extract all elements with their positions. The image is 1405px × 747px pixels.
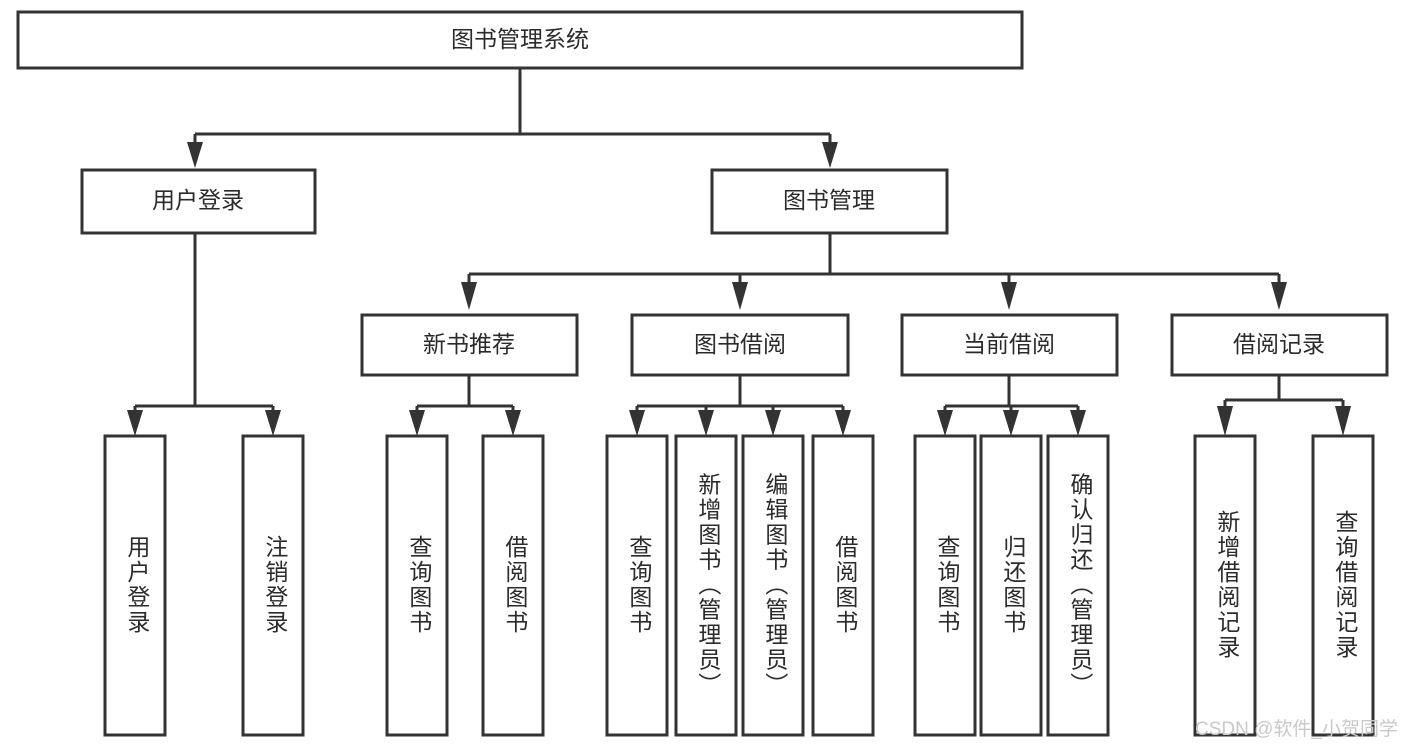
arrow-head-icon bbox=[765, 410, 781, 436]
arrow-head-icon bbox=[732, 282, 748, 310]
node-label-bookmgmt: 图书管理 bbox=[783, 187, 875, 213]
node-leaf-4[interactable]: 借阅图书 bbox=[481, 434, 545, 737]
node-box bbox=[1311, 434, 1375, 737]
connector-newbook-to-leaves bbox=[409, 375, 521, 436]
node-leaf-5[interactable]: 查询图书 bbox=[605, 434, 669, 737]
arrow-head-icon bbox=[265, 410, 281, 436]
node-leaf-13[interactable]: 查询借阅记录 bbox=[1311, 434, 1375, 737]
node-label-leaf-7: 编辑图书（管理员） bbox=[762, 473, 789, 698]
arrow-head-icon bbox=[835, 410, 851, 436]
node-label-leaf-1: 用户登录 bbox=[124, 535, 151, 635]
arrow-head-icon bbox=[1217, 406, 1233, 436]
watermark-text: CSDN @软件_小贺同学 bbox=[1195, 718, 1398, 740]
arrow-head-icon bbox=[1070, 410, 1086, 436]
node-newbook[interactable]: 新书推荐 bbox=[360, 313, 579, 377]
node-box bbox=[1046, 434, 1110, 737]
node-leaf-7[interactable]: 编辑图书（管理员） bbox=[741, 434, 805, 737]
arrow-head-icon bbox=[505, 410, 521, 436]
arrow-head-icon bbox=[822, 142, 838, 168]
node-box bbox=[710, 168, 949, 235]
node-root[interactable]: 图书管理系统 bbox=[16, 10, 1024, 70]
node-box bbox=[630, 313, 850, 377]
arrow-head-icon bbox=[409, 410, 425, 436]
node-label-login: 用户登录 bbox=[152, 187, 244, 213]
node-box bbox=[1193, 434, 1257, 737]
node-leaf-1[interactable]: 用户登录 bbox=[103, 434, 167, 737]
node-label-leaf-6: 新增图书（管理员） bbox=[695, 473, 722, 698]
arrow-head-icon bbox=[1001, 282, 1017, 310]
node-leaf-2[interactable]: 注销登录 bbox=[241, 434, 305, 737]
arrow-head-icon bbox=[937, 410, 953, 436]
node-label-leaf-4: 借阅图书 bbox=[502, 535, 529, 635]
node-label-current: 当前借阅 bbox=[963, 331, 1055, 357]
arrow-head-icon bbox=[1335, 406, 1351, 436]
node-leaf-6[interactable]: 新增图书（管理员） bbox=[674, 434, 738, 737]
node-label-borrow: 图书借阅 bbox=[694, 331, 786, 357]
arrow-head-icon bbox=[461, 282, 477, 310]
arrow-head-icon bbox=[1271, 282, 1287, 310]
node-leaf-3[interactable]: 查询图书 bbox=[385, 434, 449, 737]
arrow-head-icon bbox=[629, 410, 645, 436]
node-box bbox=[360, 313, 579, 377]
connector-bookmgmt-to-level3 bbox=[461, 233, 1287, 310]
connector-current-to-leaves bbox=[937, 375, 1086, 436]
arrow-head-icon bbox=[1003, 410, 1019, 436]
node-box bbox=[481, 434, 545, 737]
connector-root-to-level2 bbox=[187, 68, 838, 168]
node-box bbox=[103, 434, 167, 737]
node-label-root: 图书管理系统 bbox=[451, 26, 589, 52]
node-leaf-11[interactable]: 确认归还（管理员） bbox=[1046, 434, 1110, 737]
arrow-head-icon bbox=[187, 142, 203, 168]
node-leaf-9[interactable]: 查询图书 bbox=[913, 434, 977, 737]
node-box bbox=[80, 168, 317, 235]
node-label-leaf-10: 归还图书 bbox=[1000, 535, 1027, 635]
connector-borrow-to-leaves bbox=[629, 375, 851, 436]
node-box bbox=[1170, 313, 1389, 377]
node-box bbox=[241, 434, 305, 737]
node-label-newbook: 新书推荐 bbox=[423, 331, 515, 357]
node-bookmgmt[interactable]: 图书管理 bbox=[710, 168, 949, 235]
node-current[interactable]: 当前借阅 bbox=[900, 313, 1119, 377]
node-leaf-8[interactable]: 借阅图书 bbox=[811, 434, 875, 737]
node-leaf-10[interactable]: 归还图书 bbox=[979, 434, 1043, 737]
node-box bbox=[900, 313, 1119, 377]
node-box bbox=[913, 434, 977, 737]
node-label-leaf-8: 借阅图书 bbox=[832, 535, 859, 635]
node-label-leaf-2: 注销登录 bbox=[262, 535, 289, 635]
node-box bbox=[674, 434, 738, 737]
connector-login-to-leaves bbox=[127, 233, 281, 436]
node-box bbox=[605, 434, 669, 737]
node-label-leaf-3: 查询图书 bbox=[406, 535, 433, 635]
arrow-head-icon bbox=[127, 410, 143, 436]
node-label-leaf-11: 确认归还（管理员） bbox=[1067, 473, 1094, 698]
node-label-leaf-9: 查询图书 bbox=[934, 535, 961, 635]
node-label-leaf-13: 查询借阅记录 bbox=[1332, 510, 1359, 660]
arrow-head-icon bbox=[698, 410, 714, 436]
node-records[interactable]: 借阅记录 bbox=[1170, 313, 1389, 377]
node-leaf-12[interactable]: 新增借阅记录 bbox=[1193, 434, 1257, 737]
node-label-leaf-5: 查询图书 bbox=[626, 535, 653, 635]
node-label-records: 借阅记录 bbox=[1233, 331, 1325, 357]
node-box bbox=[16, 10, 1024, 70]
node-label-leaf-12: 新增借阅记录 bbox=[1214, 510, 1241, 660]
connector-records-to-leaves bbox=[1217, 375, 1351, 436]
node-box bbox=[741, 434, 805, 737]
node-box bbox=[385, 434, 449, 737]
node-box bbox=[979, 434, 1043, 737]
node-login[interactable]: 用户登录 bbox=[80, 168, 317, 235]
node-borrow[interactable]: 图书借阅 bbox=[630, 313, 850, 377]
node-box bbox=[811, 434, 875, 737]
